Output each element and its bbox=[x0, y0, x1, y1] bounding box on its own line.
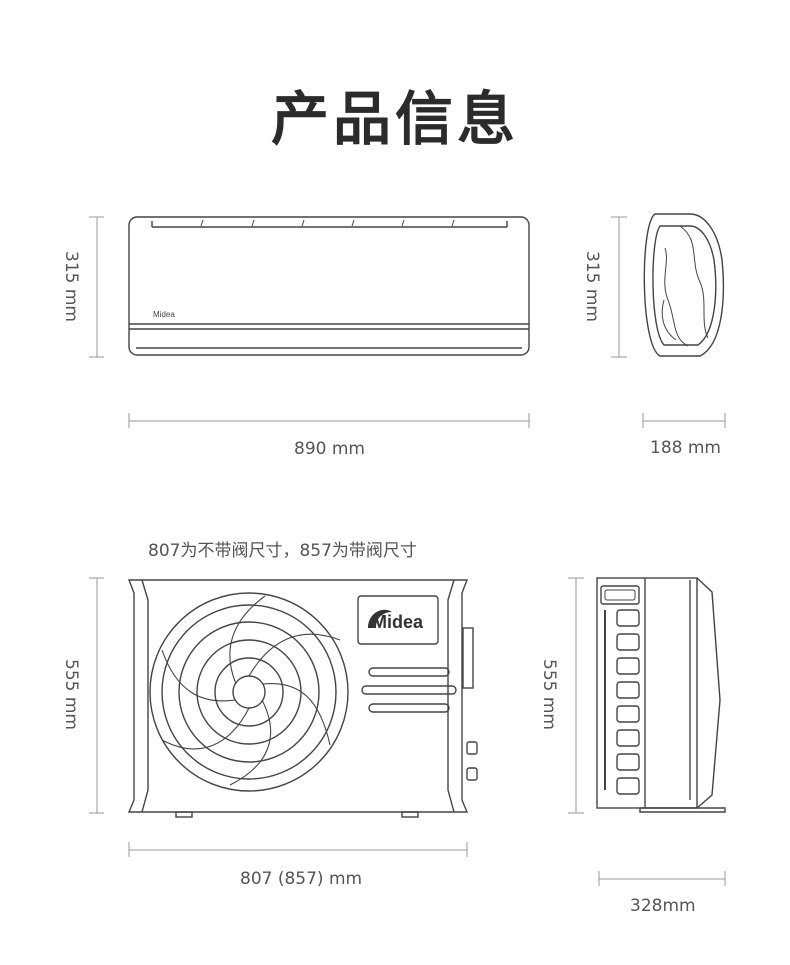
outdoor-width-label: 807 (857) mm bbox=[240, 869, 363, 889]
indoor-unit-front bbox=[128, 216, 530, 356]
svg-text:Midea: Midea bbox=[153, 310, 175, 319]
outdoor-side-height-label: 555 mm bbox=[539, 659, 559, 730]
outdoor-height-label: 555 mm bbox=[61, 659, 81, 730]
outdoor-unit-front bbox=[127, 579, 478, 818]
svg-text:Midea: Midea bbox=[372, 612, 424, 632]
indoor-side-height-label: 315 mm bbox=[582, 251, 602, 322]
indoor-midea-logo: Midea bbox=[153, 310, 175, 319]
indoor-height-label: 315 mm bbox=[61, 251, 81, 322]
indoor-width-label: 890 mm bbox=[294, 439, 365, 459]
indoor-unit-side bbox=[643, 213, 725, 357]
valve-size-note: 807为不带阀尺寸，857为带阀尺寸 bbox=[148, 541, 417, 561]
indoor-depth-label: 188 mm bbox=[650, 438, 721, 458]
page-title: 产品信息 bbox=[270, 85, 519, 153]
outdoor-midea-logo: Midea bbox=[368, 609, 424, 632]
outdoor-depth-label: 328mm bbox=[630, 896, 696, 916]
outdoor-unit-side bbox=[596, 577, 726, 813]
